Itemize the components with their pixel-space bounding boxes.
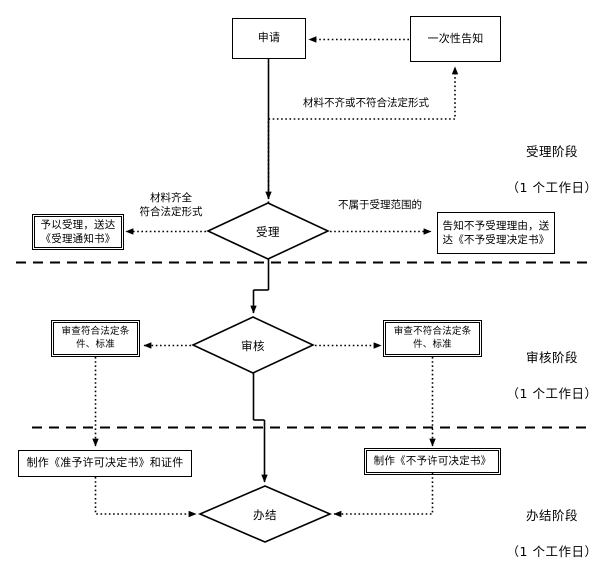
stage-review: 审核阶段 （1 个工作日） xyxy=(500,331,604,422)
node-permit-doc[interactable]: 制作《准予许可决定书》和证件 xyxy=(18,450,192,477)
node-reject-notice[interactable]: 告知不予受理理由，送 达《不予受理决定书》 xyxy=(437,212,555,254)
node-accept-grant[interactable]: 予以受理，送达 《受理通知书》 xyxy=(32,214,124,250)
diamond-label-completion: 办结 xyxy=(253,508,277,522)
diamond-label-acceptance: 受理 xyxy=(256,225,280,239)
node-application[interactable]: 申请 xyxy=(232,18,306,59)
diamond-completion xyxy=(197,485,333,543)
edge-refusal-to-completion xyxy=(333,473,434,518)
stage-review-name: 审核阶段 xyxy=(525,350,578,366)
node-review-conform[interactable]: 审查符合法定条 件、标准 xyxy=(51,320,140,357)
node-review-nonconform[interactable]: 审查不符合法定条 件、标准 xyxy=(383,320,482,357)
stage-completion-name: 办结阶段 xyxy=(525,508,578,524)
flowchart-canvas: 申请 一次性告知 予以受理，送达 《受理通知书》 告知不予受理理由，送 达《不予… xyxy=(16,16,604,559)
stage-completion-duration: （1 个工作日） xyxy=(506,544,598,560)
stage-completion: 办结阶段 （1 个工作日） xyxy=(500,489,604,580)
node-one-time-notice[interactable]: 一次性告知 xyxy=(410,16,501,62)
node-refusal-doc[interactable]: 制作《不予许可决定书》 xyxy=(364,448,501,475)
stage-acceptance-name: 受理阶段 xyxy=(525,144,578,160)
edge-acceptance-to-notice xyxy=(267,66,459,203)
flowchart-connectors xyxy=(16,36,590,543)
stage-acceptance-duration: （1 个工作日） xyxy=(506,180,598,196)
edge-permit-to-completion xyxy=(94,477,197,518)
stage-acceptance: 受理阶段 （1 个工作日） xyxy=(500,125,604,216)
stage-review-duration: （1 个工作日） xyxy=(506,386,598,402)
edge-label-materials-complete: 材料齐全 符合法定形式 xyxy=(139,192,203,218)
diamond-label-review: 审核 xyxy=(241,339,265,353)
edge-label-out-of-scope: 不属于受理范围的 xyxy=(338,199,422,211)
edge-label-materials-incomplete: 材料不齐或不符合法定形式 xyxy=(303,97,429,109)
